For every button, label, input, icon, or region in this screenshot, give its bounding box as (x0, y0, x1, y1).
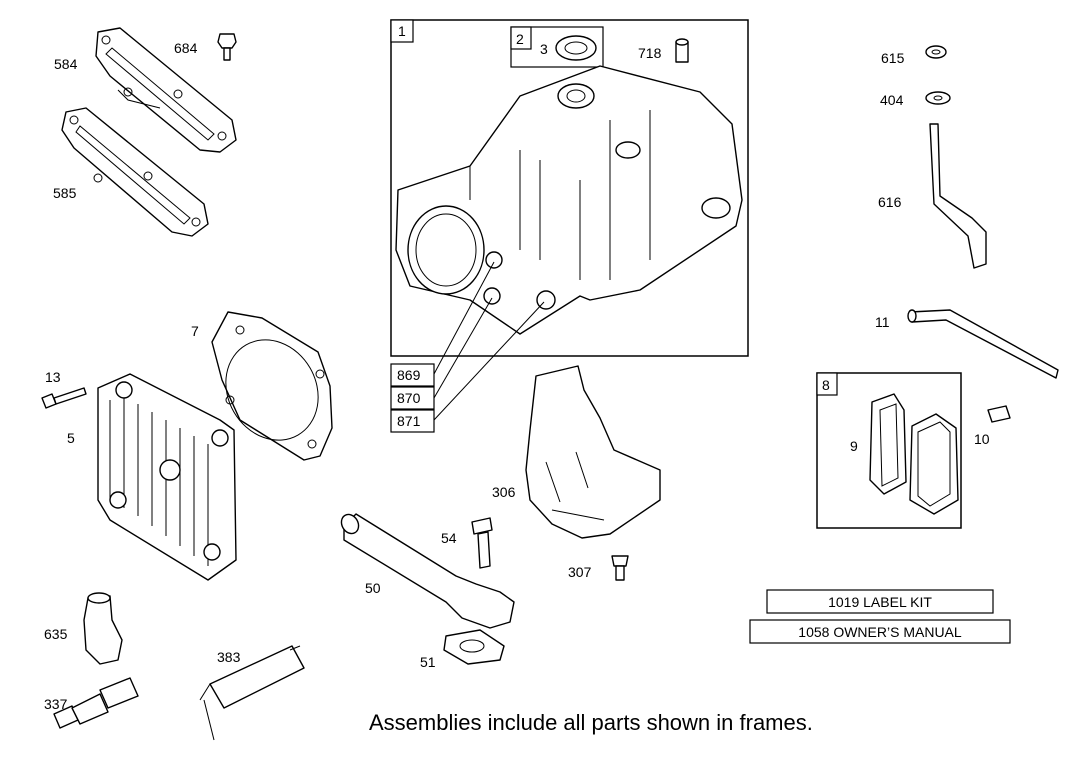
screw-684 (217, 33, 237, 61)
label-870: 870 (397, 390, 421, 406)
gasket-51 (443, 629, 505, 665)
callout-boxes (390, 363, 435, 433)
screw-54 (471, 517, 493, 569)
gasket-585 (61, 107, 209, 237)
label-871: 871 (397, 413, 421, 429)
label-337: 337 (44, 696, 68, 712)
label-11: 11 (875, 314, 890, 330)
tool-383 (199, 645, 305, 741)
label-306: 306 (492, 484, 516, 500)
screw-10 (987, 405, 1011, 423)
label-584: 584 (54, 56, 78, 72)
leader-lines (433, 261, 545, 421)
kit-boxes (749, 589, 1011, 644)
spark-plug-337 (53, 677, 139, 729)
label-404: 404 (880, 92, 904, 108)
oil-seal-3 (555, 35, 597, 61)
label-54: 54 (441, 530, 457, 546)
label-50: 50 (365, 580, 381, 596)
label-kit-text: 1019 LABEL KIT (828, 594, 932, 610)
pin-718 (675, 38, 689, 63)
owners-manual-text: 1058 OWNER’S MANUAL (798, 624, 962, 640)
head-gasket-7 (211, 311, 333, 461)
label-13: 13 (45, 369, 61, 385)
label-718: 718 (638, 45, 662, 61)
screw-13 (41, 387, 87, 409)
gasket-9 (869, 393, 907, 495)
label-615: 615 (881, 50, 905, 66)
label-1: 1 (398, 23, 406, 39)
label-383: 383 (217, 649, 241, 665)
label-7: 7 (191, 323, 199, 339)
assemblies-note: Assemblies include all parts shown in fr… (369, 710, 813, 735)
label-8: 8 (822, 377, 830, 393)
label-10: 10 (974, 431, 990, 447)
breather-cover (909, 413, 959, 515)
tube-11 (907, 309, 1059, 379)
dipstick-616 (929, 123, 987, 269)
frame-8 (816, 372, 962, 529)
label-635: 635 (44, 626, 68, 642)
cylinder-head-5 (97, 373, 237, 581)
label-684: 684 (174, 40, 198, 56)
label-2: 2 (516, 31, 524, 47)
frame-1 (390, 19, 749, 357)
exhaust-tube-50 (340, 513, 515, 629)
label-9: 9 (850, 438, 858, 454)
label-869: 869 (397, 367, 421, 383)
label-3: 3 (540, 41, 548, 57)
label-585: 585 (53, 185, 77, 201)
label-5: 5 (67, 430, 75, 446)
label-51: 51 (420, 654, 436, 670)
label-616: 616 (878, 194, 902, 210)
screw-307 (611, 555, 629, 581)
nut-615 (925, 45, 947, 59)
boot-635 (83, 592, 123, 665)
gasket-584 (95, 27, 237, 153)
label-307: 307 (568, 564, 592, 580)
crankcase (395, 65, 743, 335)
washer-404 (925, 91, 951, 105)
shield-306 (525, 365, 661, 539)
